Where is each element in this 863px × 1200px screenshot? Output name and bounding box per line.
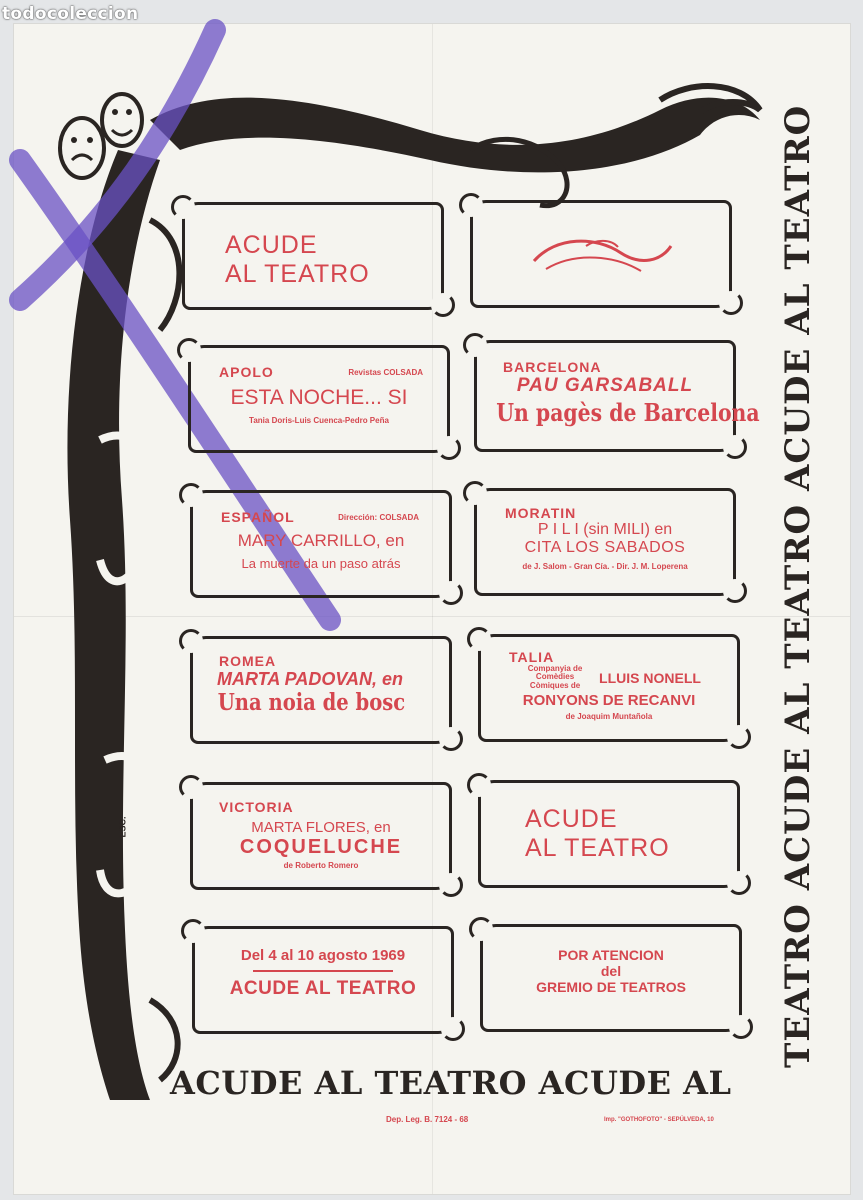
author-credit: de Joaquim Muntañola [565,711,653,721]
actor-name: MARTA FLORES, en [251,819,391,837]
actor-name: PAU GARSABALL [516,375,694,397]
panel-talia: TALIA Companyia de Comèdies Còmiques de … [467,627,751,749]
actor-name: MARTA PADOVAN, en [217,669,404,690]
vertical-slogan: TEATRO ACUDE AL TEATRO ACUDE AL TEATRO [778,104,818,1068]
actor-name: MARY CARRILLO, en [237,531,405,550]
company-credit: Companyia de Comèdies Còmiques de [527,664,583,690]
theatre-name: VICTORIA [219,799,294,815]
actor-name: P I L I (sin MILI) en [537,521,673,539]
printer-credit: Imp. "GOTHOFOTO" - SEPÚLVEDA, 10 [604,1117,714,1123]
author-credit: de Roberto Romero [283,861,359,871]
actor-name: LLUIS NONELL [599,669,701,686]
theatre-name: MORATIN [505,505,577,521]
artist-signature: ESC. [117,816,128,838]
panel-acude-al-teatro-mid: ACUDE AL TEATRO [467,773,751,895]
panel-moratin: MORATIN P I L I (sin MILI) en CITA LOS S… [463,481,747,603]
play-title: COQUELUCHE [239,836,403,859]
divider-line [253,970,393,973]
dates-text: Del 4 al 10 agosto 1969 [240,947,406,964]
theatre-name: ROMEA [219,653,277,669]
fold-line-horizontal [14,616,850,617]
author-credit: de J. Salom - Gran Cía. - Dir. J. M. Lop… [522,561,688,571]
panel-espanol: ESPAÑOL Dirección: COLSADA MARY CARRILLO… [179,483,463,605]
play-title: La muerte da un paso atrás [241,555,401,571]
direction-credit: Dirección: COLSADA [338,513,419,522]
panel-text-line-1: POR ATENCION [558,947,664,963]
panel-text-line-2: AL TEATRO [225,259,370,288]
play-title: ESTA NOCHE... SI [230,386,408,409]
panel-text-line-1: ACUDE [525,805,618,833]
play-title: Un pagès de Barcelona [496,397,760,427]
slogan-text: ACUDE AL TEATRO [229,978,417,1000]
panel-romea: ROMEA MARTA PADOVAN, en Una noia de bosc [179,629,463,751]
play-title: RONYONS DE RECANVI [522,692,696,710]
red-flourish-icon [532,239,673,272]
theatre-name: TALIA [509,649,555,665]
panel-text-line-2: del [600,963,622,980]
company-credit: Revistas COLSADA [348,368,423,377]
panel-acude-al-teatro-top: ACUDE AL TEATRO [171,195,455,317]
bottom-slogan: ACUDE AL TEATRO ACUDE AL [170,1064,732,1102]
panel-flourish [459,193,743,315]
panel-gremio: POR ATENCION del GREMIO DE TEATROS [469,917,753,1039]
theatre-name: ESPAÑOL [221,509,295,525]
watermark-text: todocoleccion [2,4,139,24]
legal-deposit: Dep. Leg. B. 7124 - 68 [386,1115,469,1124]
fold-line-vertical [432,24,433,1194]
panel-text-line-1: ACUDE [225,231,318,259]
panel-text-line-3: GREMIO DE TEATROS [536,979,686,996]
play-title: Una noia de bosc [217,688,406,716]
theatre-name: APOLO [219,364,274,380]
cast-credit: Tania Doris-Luis Cuenca-Pedro Peña [249,416,389,426]
panel-dates: Del 4 al 10 agosto 1969 ACUDE AL TEATRO [181,919,465,1041]
panel-victoria: VICTORIA MARTA FLORES, en COQUELUCHE de … [179,775,463,897]
panel-barcelona: BARCELONA PAU GARSABALL Un pagès de Barc… [463,333,760,459]
panel-apolo: APOLO Revistas COLSADA ESTA NOCHE... SI … [177,338,461,460]
theatre-name: BARCELONA [503,359,602,375]
play-title: CITA LOS SABADOS [524,539,686,557]
panel-text-line-2: AL TEATRO [525,833,670,862]
